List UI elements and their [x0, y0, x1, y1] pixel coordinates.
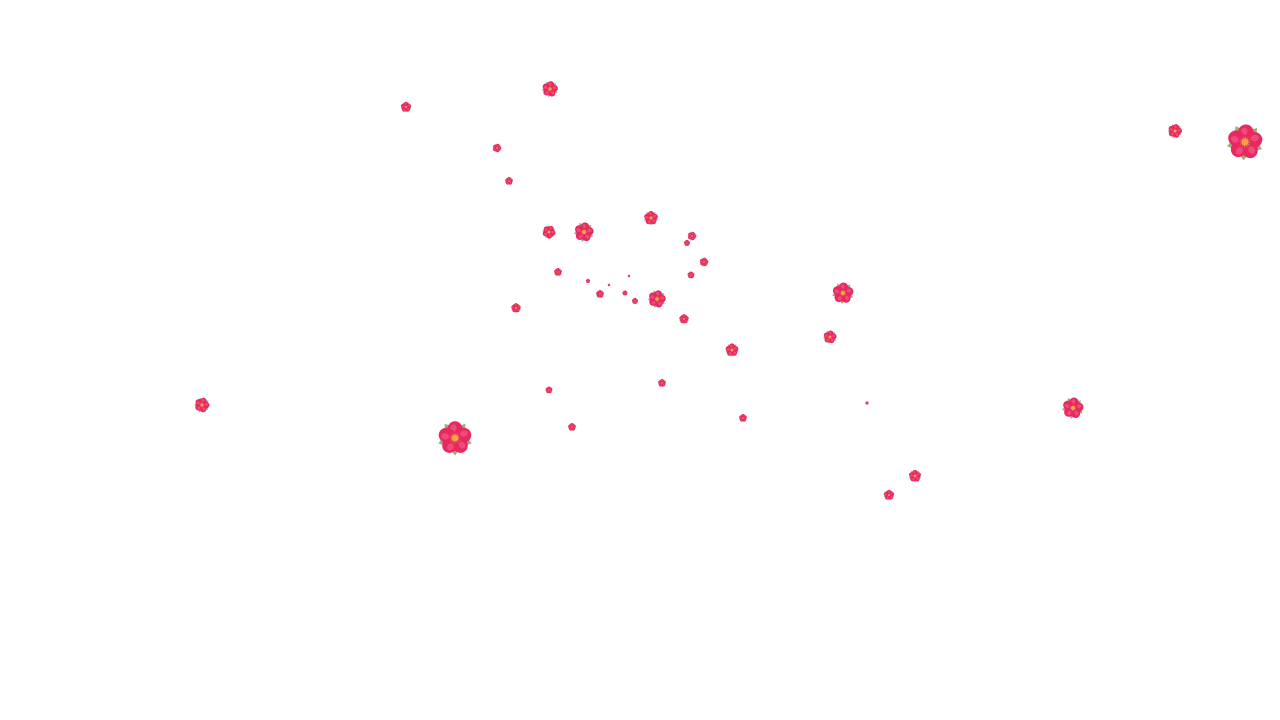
- blossom-particle: [622, 290, 628, 296]
- blossom-particle: [687, 231, 697, 241]
- plum-blossom-icon: [545, 386, 553, 394]
- plum-blossom-icon: [883, 489, 895, 501]
- plum-blossom-icon: [492, 143, 502, 153]
- blossom-particle: [679, 314, 690, 325]
- plum-blossom-icon: [631, 297, 639, 305]
- blossom-particle: [699, 257, 709, 267]
- plum-blossom-icon: [865, 401, 869, 405]
- blossom-particle: [883, 489, 895, 501]
- blossom-particle: [542, 225, 557, 240]
- plum-blossom-icon: [699, 257, 709, 267]
- blossom-particle: [865, 401, 869, 405]
- plum-blossom-icon: [687, 231, 697, 241]
- blossom-particle: [823, 330, 838, 345]
- blossom-particle: [492, 143, 502, 153]
- blossom-particle: [1061, 396, 1085, 420]
- plum-blossom-icon: [658, 379, 666, 388]
- plum-blossom-icon: [554, 268, 562, 277]
- plum-blossom-icon: [627, 274, 631, 278]
- plum-blossom-icon: [542, 225, 556, 239]
- blossom-particle: [585, 278, 591, 284]
- plum-blossom-icon: [1227, 124, 1263, 161]
- plum-blossom-icon: [541, 81, 558, 98]
- plum-blossom-icon: [596, 290, 604, 299]
- blossom-particle: [739, 414, 748, 423]
- plum-blossom-icon: [832, 282, 854, 304]
- plum-blossom-icon: [505, 177, 513, 186]
- plum-blossom-icon: [644, 210, 658, 226]
- plum-blossom-icon: [400, 101, 412, 113]
- blossom-particle: [596, 290, 605, 299]
- plum-blossom-icon: [438, 421, 472, 456]
- plum-blossom-icon: [679, 314, 689, 325]
- blossom-particle: [725, 343, 740, 358]
- blossom-particle: [436, 419, 474, 457]
- blossom-particle: [545, 386, 553, 394]
- blossom-particle: [631, 297, 639, 305]
- blossom-particle: [658, 379, 667, 388]
- plum-blossom-icon: [647, 290, 666, 308]
- plum-blossom-icon: [511, 303, 521, 314]
- plum-blossom-icon: [573, 222, 594, 242]
- blossom-particle: [1225, 122, 1265, 162]
- plum-blossom-icon: [823, 330, 837, 344]
- blossom-particle: [505, 177, 514, 186]
- blossom-particle: [194, 397, 211, 414]
- blossom-particle: [647, 289, 667, 309]
- plum-blossom-icon: [908, 469, 922, 483]
- plum-blossom-icon: [607, 283, 611, 287]
- plum-blossom-icon: [1062, 397, 1084, 419]
- plum-blossom-icon: [687, 271, 695, 279]
- blossom-particle: [683, 239, 691, 247]
- blossom-particle: [568, 423, 577, 432]
- plum-blossom-icon: [683, 239, 691, 247]
- plum-blossom-icon: [194, 397, 210, 413]
- plum-blossom-icon: [585, 278, 591, 284]
- plum-blossom-icon: [725, 343, 739, 357]
- plum-blossom-icon: [1167, 124, 1183, 139]
- blossom-particle: [541, 80, 559, 98]
- blossom-particle: [687, 271, 695, 279]
- plum-blossom-icon: [622, 290, 628, 296]
- blossom-particle: [908, 469, 922, 483]
- blossom-particle: [627, 274, 631, 278]
- blossom-particle: [554, 268, 563, 277]
- plum-blossom-icon: [739, 414, 747, 423]
- blossom-particle: [511, 303, 522, 314]
- blossom-particle: [400, 101, 412, 113]
- plum-blossom-icon: [568, 423, 576, 432]
- blossom-particle: [573, 221, 595, 243]
- blossom-particle: [607, 283, 611, 287]
- blossom-particle: [643, 210, 659, 226]
- blossom-particle: [1167, 123, 1183, 139]
- blossom-particle: [831, 281, 855, 305]
